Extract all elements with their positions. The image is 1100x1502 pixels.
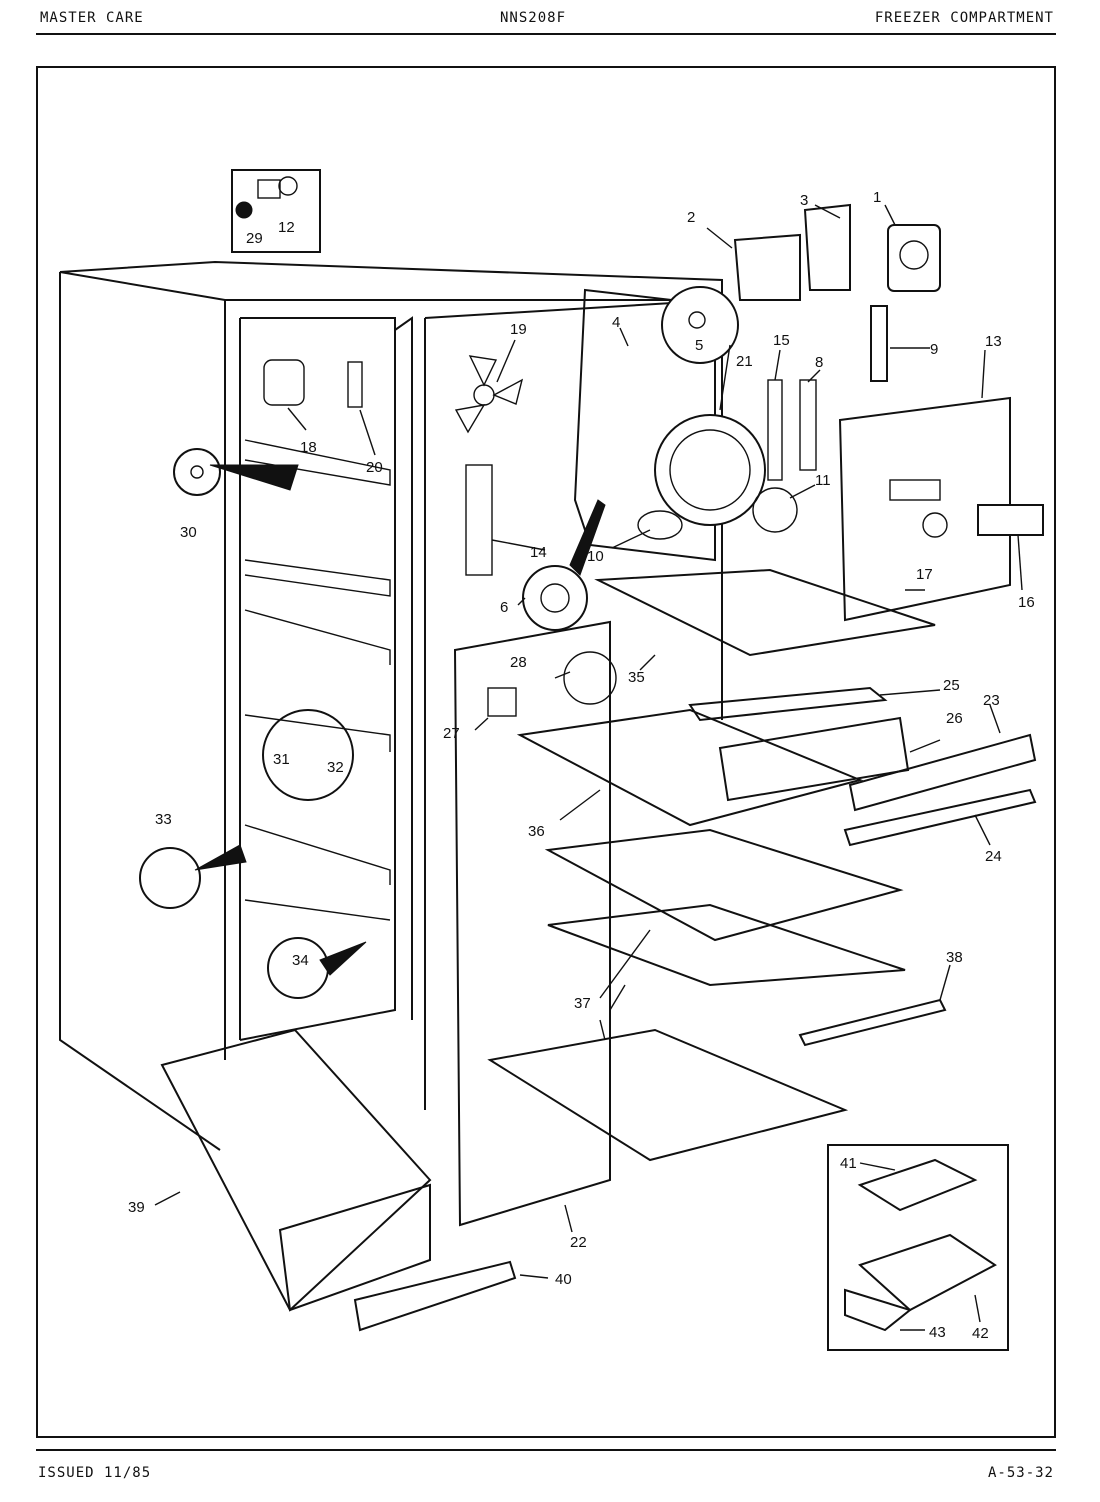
callout-24: 24 [985,848,1002,865]
parts-18-20 [263,359,363,408]
leader-lines [154,204,1023,1331]
callout-20: 20 [366,459,383,476]
footer-rule [36,1449,1056,1451]
callout-25: 25 [943,677,960,694]
basket-rail-40 [353,1260,517,1332]
callout-36: 36 [528,823,545,840]
shelf-37-middle [547,903,906,987]
freezer-basket-39 [160,1028,432,1312]
header-rule [36,33,1056,35]
callout-35: 35 [628,669,645,686]
callout-41: 41 [840,1155,857,1172]
callout-28: 28 [510,654,527,671]
callout-3: 3 [800,192,808,209]
callout-38: 38 [946,949,963,966]
callout-1: 1 [873,189,881,206]
callout-37: 37 [574,995,591,1012]
diagram-frame [36,66,1056,1438]
callout-16: 16 [1018,594,1035,611]
header-section-title: FREEZER COMPARTMENT [874,10,1054,26]
callout-27: 27 [443,725,460,742]
callout-10: 10 [587,548,604,565]
callout-32: 32 [327,759,344,776]
footer-issue-date: ISSUED 11/85 [38,1465,152,1481]
callout-42: 42 [972,1325,989,1342]
divider-panel-13 [838,396,1044,622]
callout-29: 29 [246,230,263,247]
callout-15: 15 [773,332,790,349]
callout-12: 12 [278,219,295,236]
shelf-36 [516,708,864,827]
callout-6: 6 [500,599,508,616]
detail-circles [139,448,354,999]
callout-30: 30 [180,524,197,541]
callout-2: 2 [687,209,695,226]
header-model-number: NNS208F [500,10,567,26]
fan-blade-19 [454,355,524,434]
callout-17: 17 [916,566,933,583]
callout-26: 26 [946,710,963,727]
callout-13: 13 [985,333,1002,350]
inset-box-29-12 [231,169,321,253]
callout-9: 9 [930,341,938,358]
callout-8: 8 [815,354,823,371]
callout-4: 4 [612,314,620,331]
leader-wedges [194,464,606,976]
shelf-35 [594,568,936,657]
header-brand: MASTER CARE [40,10,144,26]
upper-brackets [733,203,941,382]
callout-33: 33 [155,811,172,828]
callout-34: 34 [292,952,309,969]
callout-19: 19 [510,321,527,338]
freezer-cabinet [59,260,723,1227]
callout-22: 22 [570,1234,587,1251]
shelf-37-lower [487,1028,849,1162]
callout-43: 43 [929,1324,946,1341]
callout-31: 31 [273,751,290,768]
callout-23: 23 [983,692,1000,709]
shelf-rails [688,686,1037,1047]
control-mounting-plate [573,286,766,562]
shelf-37-upper [544,828,904,942]
callout-11: 11 [815,472,831,489]
callout-18: 18 [300,439,317,456]
callout-5: 5 [695,337,703,354]
callout-40: 40 [555,1271,572,1288]
callout-21: 21 [736,353,753,370]
callout-14: 14 [530,544,547,561]
ice-tray-inset [827,1144,1009,1351]
callout-39: 39 [128,1199,145,1216]
callout-labels: 1 2 3 4 5 6 8 9 10 11 12 13 14 15 16 17 … [128,189,1035,1342]
footer-page-code: A-53-32 [987,1465,1054,1481]
